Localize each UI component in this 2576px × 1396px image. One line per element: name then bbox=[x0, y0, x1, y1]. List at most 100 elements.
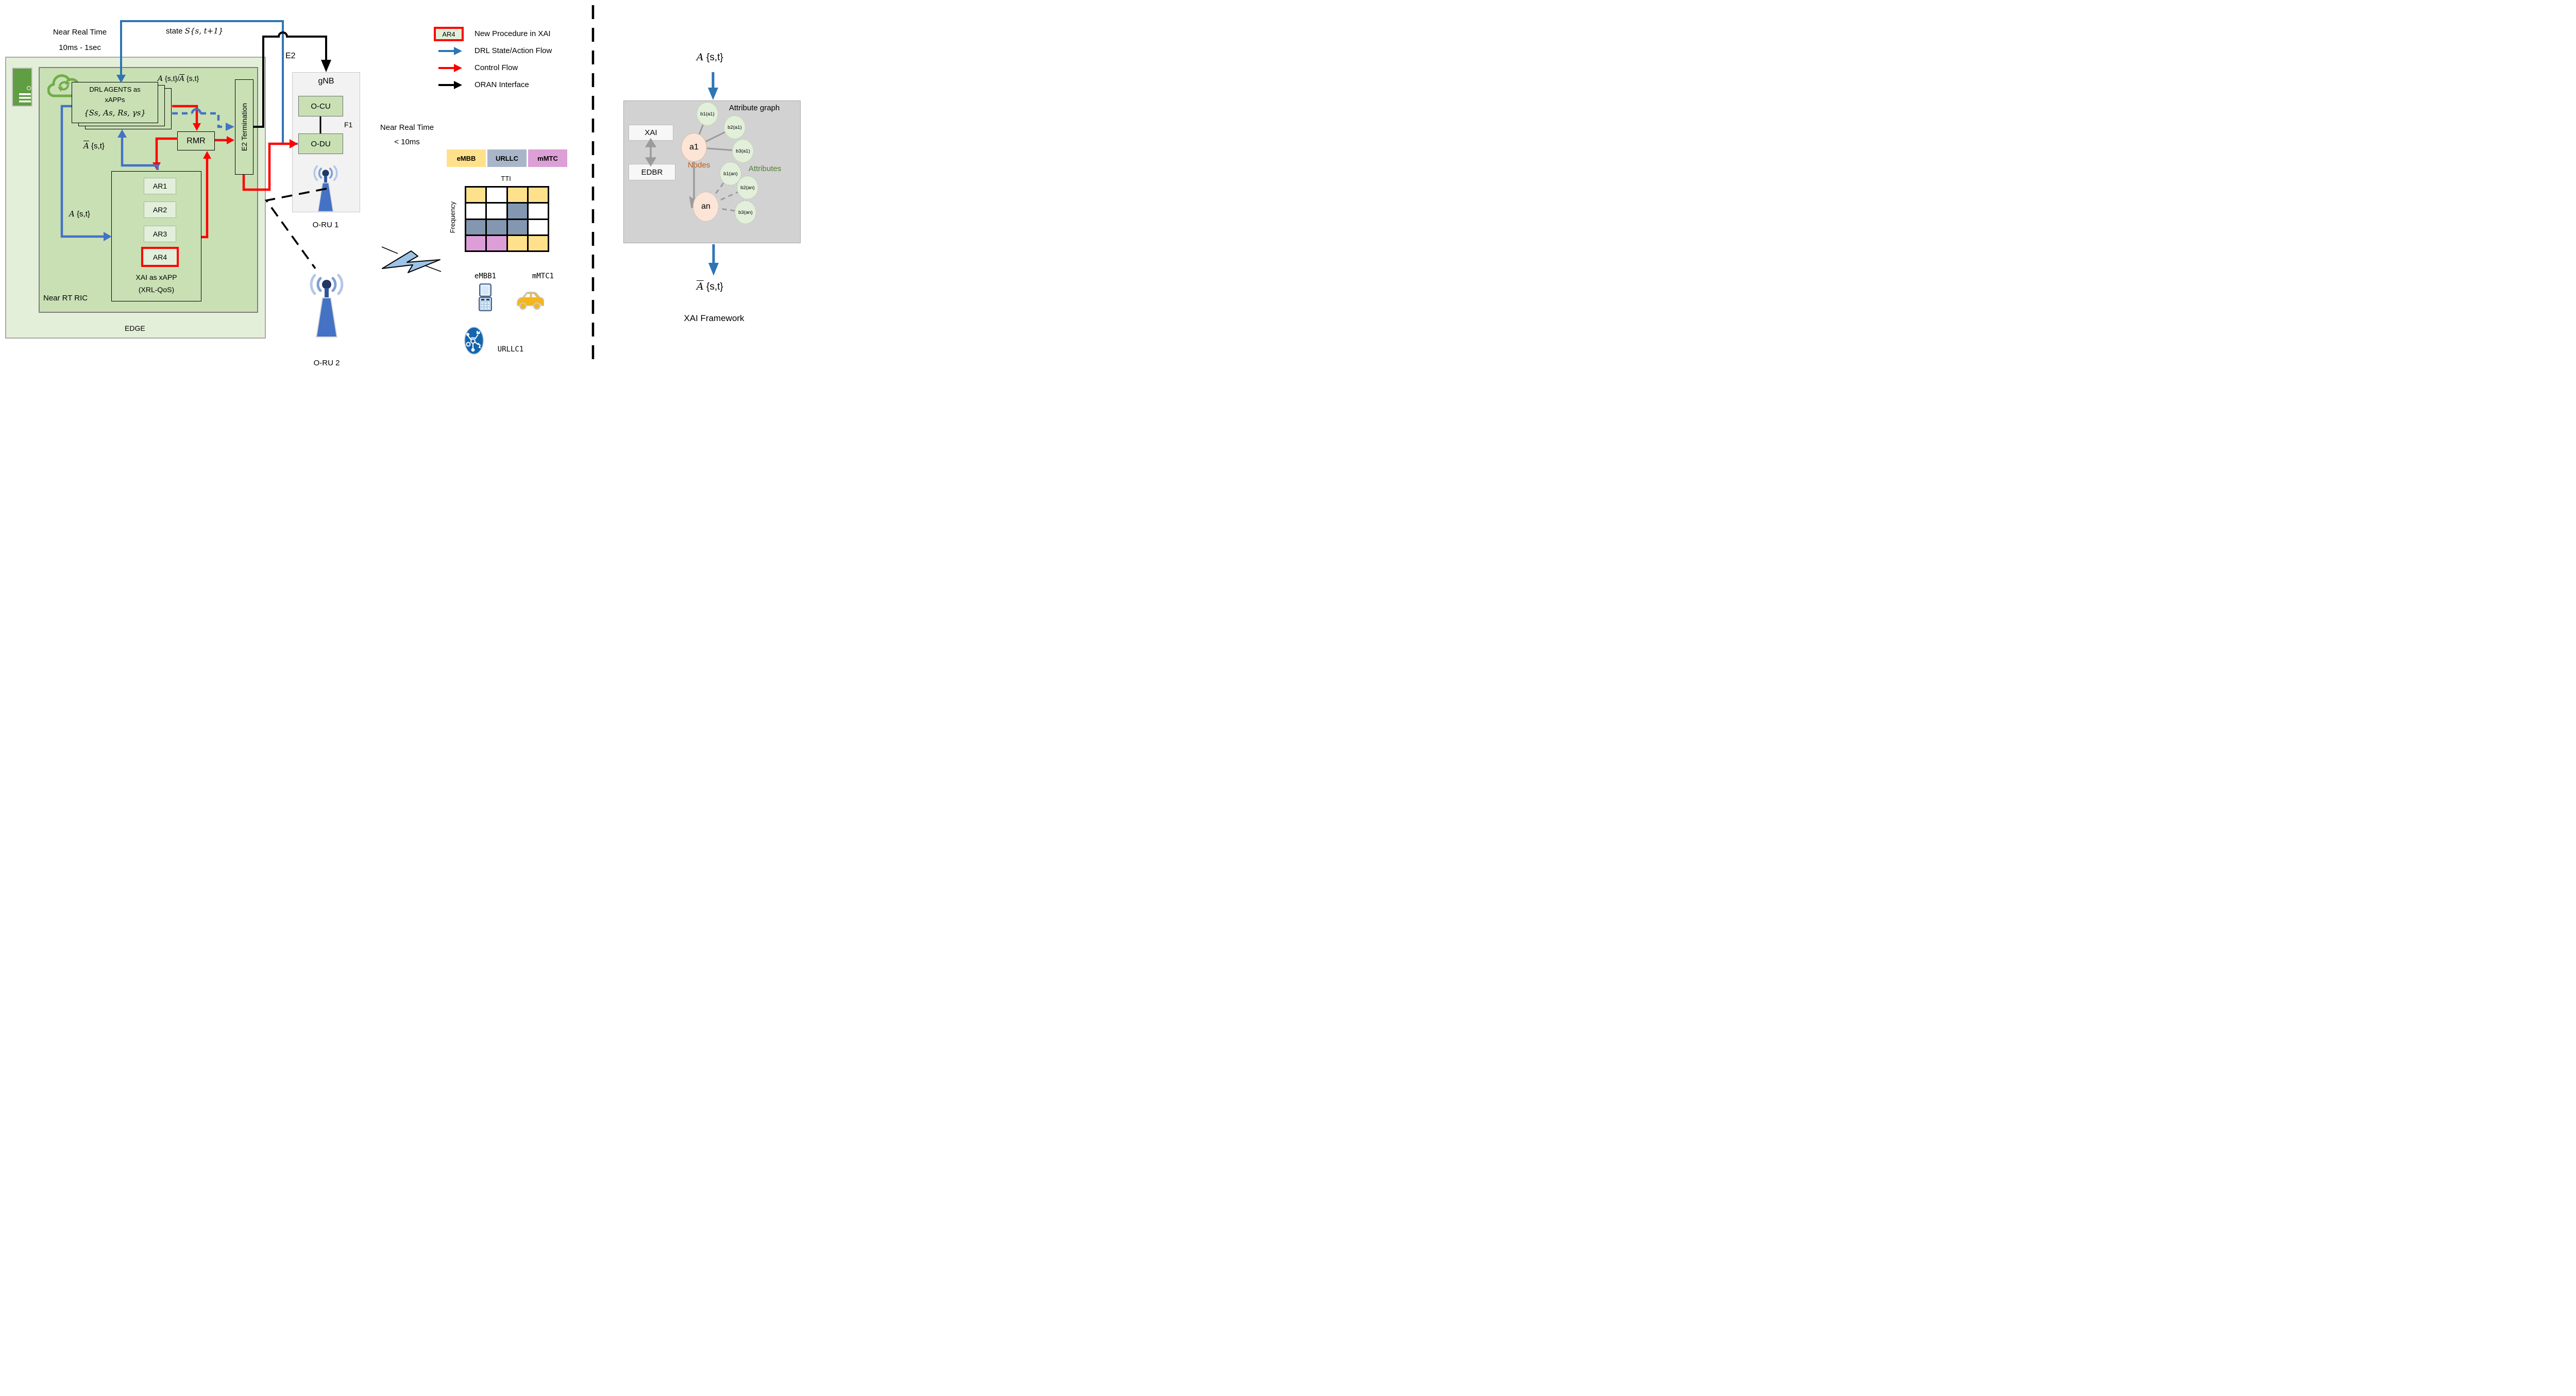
abar-xai-drl-arrowhead bbox=[117, 129, 127, 138]
xai-edbr-double-arrow bbox=[645, 138, 657, 167]
o-du-box: O-DU bbox=[298, 133, 343, 154]
drl-agents-tuple: {Ss, As, Rs, γs} bbox=[84, 108, 146, 117]
f1-interface-label: F1 bbox=[344, 121, 353, 129]
control-e2-odu-arrowhead bbox=[290, 139, 298, 148]
control-xai-rmr-line bbox=[201, 158, 209, 239]
graph-node-a1: a1 bbox=[681, 133, 707, 162]
grid-cell-eMBB bbox=[466, 188, 486, 203]
flip-phone-icon bbox=[479, 283, 492, 311]
procedure-ar4-box: AR4 bbox=[141, 247, 179, 267]
grid-cell-eMBB bbox=[528, 188, 548, 203]
drl-agents-label-line1: DRL AGENTS as bbox=[89, 85, 141, 93]
grid-cell-eMBB bbox=[528, 236, 548, 250]
grid-cell-URLLC bbox=[507, 220, 527, 234]
procedure-ar3-box: AR3 bbox=[144, 226, 176, 242]
mid-latency-label: < 10ms bbox=[394, 137, 420, 146]
o-cu-box: O-CU bbox=[298, 96, 343, 116]
abar-label: A {s,t} bbox=[83, 141, 105, 150]
procedure-ar1-box: AR1 bbox=[144, 178, 176, 194]
connector-lines-layer bbox=[60, 5, 748, 368]
legend-black-label: ORAN Interface bbox=[474, 80, 529, 89]
xai-xapp-box bbox=[111, 171, 201, 301]
mid-near-real-time-label: Near Real Time bbox=[380, 123, 434, 132]
urllc1-label: URLLC1 bbox=[497, 345, 524, 354]
xai-xapp-caption1: XAI as xAPP bbox=[135, 273, 177, 281]
legend-blue-label: DRL State/Action Flow bbox=[474, 46, 552, 55]
embb1-label: eMBB1 bbox=[474, 272, 497, 280]
iot-machines-icon bbox=[464, 327, 484, 355]
graph-attr-b3an: b3(an) bbox=[735, 200, 756, 224]
graph-attr-b1a1: b1(a1) bbox=[697, 102, 718, 126]
edge-server-icon bbox=[12, 68, 32, 107]
near-rt-ric-label: Near RT RIC bbox=[43, 294, 88, 302]
control-drl-rmr-line bbox=[172, 105, 198, 124]
e2-interface-label: E2 bbox=[285, 52, 296, 60]
a-st-label: A {s,t} bbox=[69, 209, 90, 218]
service-urllc-swatch: URLLC bbox=[487, 149, 527, 167]
near-real-time-label: Near Real Time bbox=[53, 27, 107, 37]
drl-agents-label-line2: xAPPs bbox=[105, 95, 125, 104]
resource-grid bbox=[465, 186, 549, 252]
grid-cell-empty bbox=[528, 220, 548, 234]
state-flow-arrowhead bbox=[116, 75, 126, 83]
grid-cell-URLLC bbox=[466, 220, 486, 234]
state-flow-line bbox=[120, 20, 298, 145]
graph-attr-b3a1: b3(a1) bbox=[732, 139, 754, 163]
timing-range-label: 10ms - 1sec bbox=[59, 43, 101, 52]
grid-cell-eMBB bbox=[507, 236, 527, 250]
oran-xai-architecture-diagram: DRL AGENTS as xAPPs {Ss, As, Rs, γs} RMR… bbox=[0, 0, 808, 373]
graph-attr-b1an: b1(an) bbox=[720, 162, 741, 186]
o-ru2-antenna-icon bbox=[310, 274, 344, 338]
procedure-ar2-box: AR2 bbox=[144, 201, 176, 218]
action-pair-dashed-hop bbox=[191, 108, 202, 114]
legend-ar4-swatch: AR4 bbox=[434, 27, 464, 41]
radio-link-dashed-lines bbox=[264, 188, 327, 270]
control-rmr-xai-line bbox=[155, 137, 178, 163]
grid-cell-mMTC bbox=[487, 236, 506, 250]
control-e2-odu-line bbox=[242, 142, 290, 191]
grid-cell-empty bbox=[487, 188, 506, 203]
control-drl-rmr-arrowhead bbox=[193, 123, 201, 131]
action-pair-label: A {s,t}/A {s,t} bbox=[158, 74, 199, 83]
control-xai-rmr-arrowhead bbox=[203, 151, 211, 159]
action-drl-xai-arrowhead bbox=[104, 232, 112, 241]
service-mmtc-swatch: mMTC bbox=[528, 149, 567, 167]
action-pair-dashed-line2 bbox=[200, 112, 226, 128]
rmr-box: RMR bbox=[177, 131, 215, 150]
e2-termination-box: E2 Termination bbox=[235, 79, 253, 175]
framework-input-label: A {s,t} bbox=[697, 52, 723, 63]
oran-e2-arrowhead bbox=[321, 60, 331, 72]
grid-cell-empty bbox=[528, 204, 548, 218]
car-icon bbox=[517, 292, 544, 310]
graph-node-an: an bbox=[693, 192, 719, 222]
grid-cell-eMBB bbox=[507, 188, 527, 203]
framework-output-label: A {s,t} bbox=[697, 281, 723, 292]
grid-cell-URLLC bbox=[487, 220, 506, 234]
xai-framework-caption: XAI Framework bbox=[684, 313, 744, 323]
oran-e2-line bbox=[253, 31, 327, 128]
control-rmr-e2-arrowhead bbox=[227, 136, 234, 144]
attribute-graph-title: Attribute graph bbox=[729, 104, 780, 112]
legend-ar4-label: New Procedure in XAI bbox=[474, 29, 551, 38]
xai-xapp-caption2: (XRL-QoS) bbox=[138, 285, 175, 294]
edge-label: EDGE bbox=[125, 324, 145, 332]
o-ru2-label: O-RU 2 bbox=[313, 358, 340, 367]
drl-agents-box bbox=[72, 82, 158, 123]
grid-cell-mMTC bbox=[466, 236, 486, 250]
abar-xai-drl-line bbox=[121, 137, 159, 170]
graph-attr-b2a1: b2(a1) bbox=[724, 115, 745, 139]
o-ru1-label: O-RU 1 bbox=[312, 220, 339, 229]
grid-cell-empty bbox=[466, 204, 486, 218]
radio-interference-bolt-icon bbox=[381, 246, 442, 273]
graph-attr-b2an: b2(an) bbox=[737, 176, 758, 199]
tti-axis-label: TTI bbox=[501, 174, 511, 182]
action-drl-xai-line bbox=[60, 105, 104, 238]
grid-cell-empty bbox=[487, 204, 506, 218]
state-flow-label: state S{s, t+1} bbox=[166, 26, 224, 36]
action-pair-arrowhead bbox=[226, 123, 234, 131]
attributes-caption: Attributes bbox=[749, 164, 782, 173]
legend-red-label: Control Flow bbox=[474, 63, 518, 72]
service-embb-swatch: eMBB bbox=[447, 149, 486, 167]
mmtc1-label: mMTC1 bbox=[532, 272, 554, 280]
gnb-title: gNB bbox=[318, 77, 334, 86]
